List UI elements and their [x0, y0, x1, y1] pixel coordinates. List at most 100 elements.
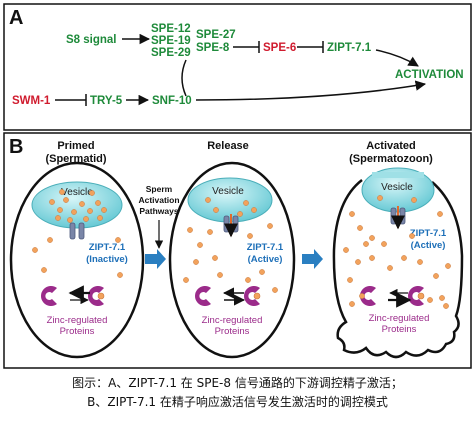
- caption-line-1: 图示：A、ZIPT-7.1 在 SPE-8 信号通路的下游调控精子激活；: [72, 376, 403, 390]
- spe29-label: SPE-29: [151, 47, 191, 59]
- zinc-ion-dot: [363, 241, 369, 247]
- cell1-zipt-state: (Inactive): [86, 254, 128, 265]
- zinc-ion-dot: [433, 273, 439, 279]
- spe19-label: SPE-19: [151, 35, 191, 47]
- zinc-ion-dot: [187, 227, 193, 233]
- cell3-zinc-label-2: Proteins: [382, 324, 417, 335]
- pathway-label-3: Pathways: [139, 206, 178, 216]
- zinc-ion-dot: [427, 297, 433, 303]
- zinc-ion-dot: [67, 217, 73, 223]
- stage1-to-stage2-arrow: [145, 249, 166, 269]
- cell3-zipt-state: (Active): [411, 240, 446, 251]
- zinc-ion-dot: [193, 259, 199, 265]
- activation-label: ACTIVATION: [395, 69, 464, 81]
- zinc-ion-dot: [101, 207, 107, 213]
- zinc-ion-dot: [445, 263, 451, 269]
- zinc-ion-dot: [59, 189, 65, 195]
- cell1-zinc-label-1: Zinc-regulated: [47, 315, 108, 326]
- zinc-ion-dot: [349, 301, 355, 307]
- zinc-ion-dot: [117, 272, 123, 278]
- cell2-zipt-state: (Active): [248, 254, 283, 265]
- zinc-ion-dot: [359, 293, 365, 299]
- zinc-ion-dot: [89, 190, 95, 196]
- spe6-label: SPE-6: [263, 42, 296, 54]
- cell1-zinc-protein-left: [40, 286, 57, 306]
- spe12-label: SPE-12: [151, 23, 191, 35]
- zinc-ion-dot: [97, 215, 103, 221]
- cell2-equilibrium-arrows: [222, 287, 246, 306]
- snf10-to-activation-arrow: [195, 80, 427, 101]
- cell2-vesicle-label: Vesicle: [212, 186, 244, 197]
- stage3-title: Activated: [366, 140, 416, 152]
- spe27-label: SPE-27: [196, 29, 236, 41]
- zinc-ion-dot: [401, 255, 407, 261]
- zinc-ion-dot: [437, 211, 443, 217]
- pathway-label-1: Sperm: [146, 184, 173, 194]
- cell2-zipt-channel: [223, 214, 239, 238]
- zinc-ion-dot: [349, 211, 355, 217]
- spe-snf-connector: [181, 59, 187, 97]
- panel-a-letter: A: [9, 7, 23, 29]
- stage3-subtitle: (Spermatozoon): [349, 153, 433, 165]
- cell1-zinc-protein-right: [87, 286, 105, 306]
- zinc-ion-dot: [267, 223, 273, 229]
- zinc-ion-dot: [212, 255, 218, 261]
- try5-label: TRY-5: [90, 95, 123, 107]
- zinc-ion-dot: [71, 209, 77, 215]
- zinc-ion-dot: [55, 215, 61, 221]
- zipt-to-activation-arrow: [375, 49, 419, 67]
- zinc-ion-dot: [387, 265, 393, 271]
- zinc-ion-dot: [237, 211, 243, 217]
- caption-line-2: B、ZIPT-7.1 在精子响应激活信号发生激活时的调控模式: [87, 395, 388, 409]
- cell2-zipt-name: ZIPT-7.1: [247, 242, 284, 253]
- zinc-ion-dot: [243, 200, 249, 206]
- zinc-ion-dot: [32, 247, 38, 253]
- snf10-label: SNF-10: [152, 95, 192, 107]
- zipt-label: ZIPT-7.1: [327, 42, 372, 54]
- zinc-ion-dot: [183, 277, 189, 283]
- stage1-title: Primed: [57, 140, 94, 152]
- cell2-zinc-label-1: Zinc-regulated: [202, 315, 263, 326]
- zinc-ion-dot: [343, 247, 349, 253]
- zinc-ion-dot: [245, 277, 251, 283]
- cell3-fusion-pore: [372, 172, 424, 178]
- cell2-zinc-protein-left: [195, 286, 211, 307]
- zinc-ion-dot: [41, 267, 47, 273]
- swm1-label: SWM-1: [12, 95, 51, 107]
- cell2-zinc-protein-right: [244, 286, 261, 307]
- zinc-ion-dot: [417, 259, 423, 265]
- zinc-ion-dot: [381, 241, 387, 247]
- zinc-ion-dot: [49, 199, 55, 205]
- cell3-zinc-label-1: Zinc-regulated: [369, 313, 430, 324]
- zinc-ion-dot: [217, 272, 223, 278]
- spe8-label: SPE-8: [196, 42, 230, 54]
- zinc-ion-dot: [259, 269, 265, 275]
- zinc-ions: [32, 189, 451, 309]
- stage1-subtitle: (Spermatid): [45, 153, 106, 165]
- zinc-ion-dot: [439, 295, 445, 301]
- cell3-equilibrium-arrows: [388, 288, 412, 308]
- zinc-ion-dot: [347, 277, 353, 283]
- zinc-ion-dot: [83, 216, 89, 222]
- cell3-zipt-channel: [390, 206, 406, 230]
- zinc-ion-dot: [251, 207, 257, 213]
- zinc-ion-dot: [357, 225, 363, 231]
- s8-signal-label: S8 signal: [66, 34, 117, 46]
- stage2-title: Release: [207, 140, 249, 152]
- panel-a-frame: [3, 3, 472, 131]
- zinc-ion-dot: [207, 229, 213, 235]
- panel-b-letter: B: [9, 136, 23, 158]
- zinc-ion-dot: [57, 207, 63, 213]
- cell1-vesicle-label: Vesicle: [61, 187, 93, 198]
- zinc-ion-dot: [272, 287, 278, 293]
- zinc-ion-dot: [409, 233, 415, 239]
- cell3-zipt-name: ZIPT-7.1: [410, 228, 447, 239]
- zinc-ion-dot: [115, 237, 121, 243]
- cell3-zinc-protein-right: [407, 286, 425, 306]
- stage2-to-stage3-arrow: [302, 249, 323, 269]
- cell1-zipt-channel: [69, 222, 85, 240]
- zinc-ion-dot: [95, 200, 101, 206]
- zinc-ion-dot: [79, 201, 85, 207]
- zinc-ion-dot: [377, 195, 383, 201]
- cell3-membrane: [332, 179, 464, 359]
